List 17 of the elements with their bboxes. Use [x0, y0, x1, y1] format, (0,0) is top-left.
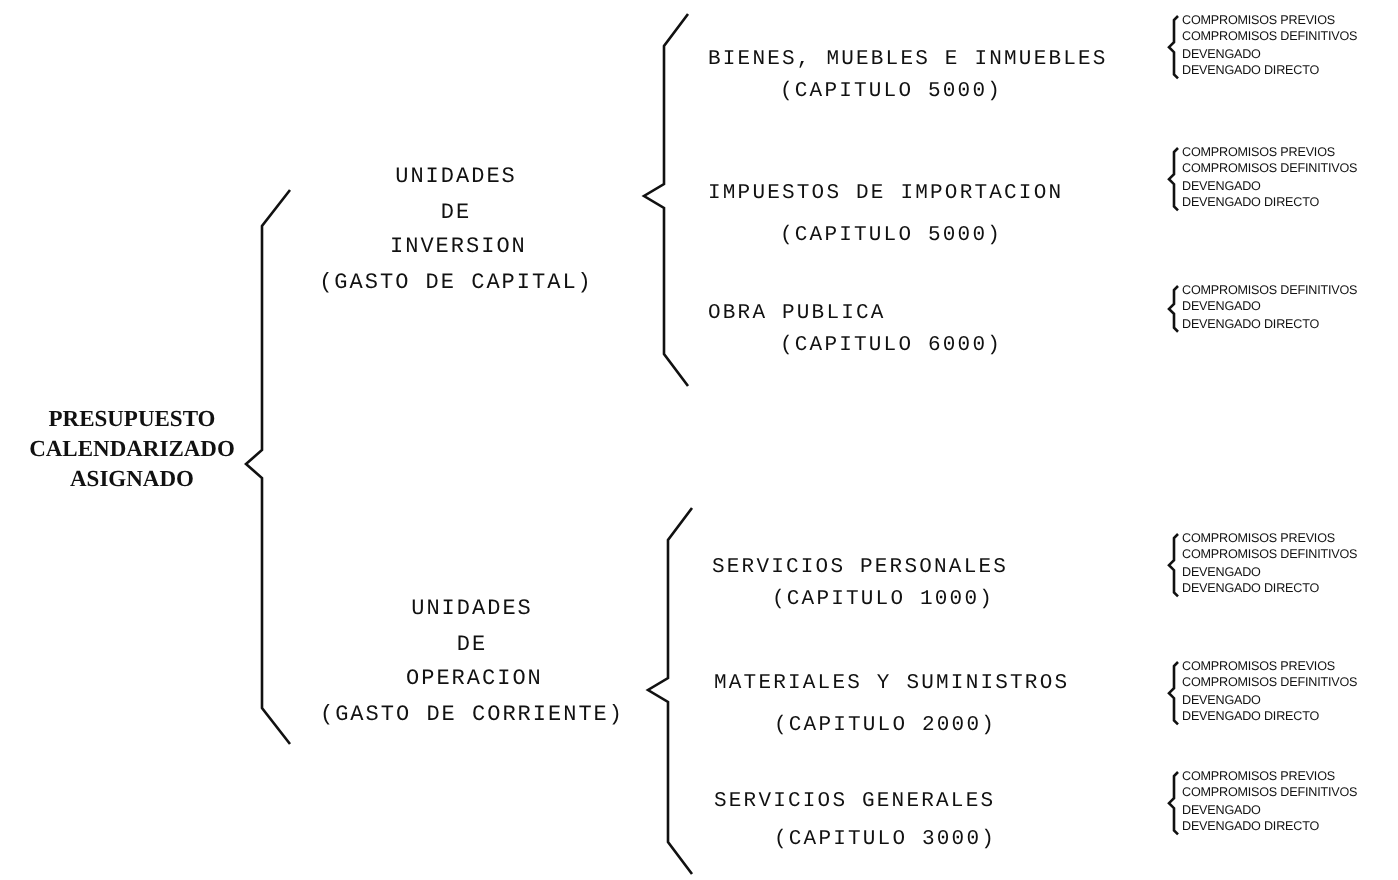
chapter-label: (CAPITULO 6000): [780, 332, 1003, 360]
chapter-label: (CAPITULO 2000): [774, 712, 997, 740]
chapter-label: (CAPITULO 5000): [780, 78, 1003, 106]
category-label: OBRA PUBLICA: [708, 300, 886, 328]
expense-label: (GASTO DE CAPITAL): [317, 269, 595, 299]
chapter-label: (CAPITULO 1000): [772, 586, 995, 614]
expense-label: (GASTO DE CORRIENTE): [317, 701, 627, 731]
chapter-label: (CAPITULO 3000): [774, 826, 997, 854]
category-label: SERVICIOS GENERALES: [714, 788, 996, 816]
title-text: PRESUPUESTO CALENDARIZADO ASIGNADO: [12, 406, 252, 496]
category-label: SERVICIOS PERSONALES: [712, 554, 1009, 582]
category-label: BIENES, MUEBLES E INMUEBLES: [708, 46, 1108, 74]
category-label: MATERIALES Y SUMINISTROS: [714, 670, 1070, 698]
chapter-label: (CAPITULO 5000): [780, 222, 1003, 250]
unit-label: UNIDADES DE INVERSION: [390, 164, 522, 264]
unit-label: UNIDADES DE OPERACION: [406, 596, 538, 696]
category-label: IMPUESTOS DE IMPORTACION: [708, 180, 1064, 208]
